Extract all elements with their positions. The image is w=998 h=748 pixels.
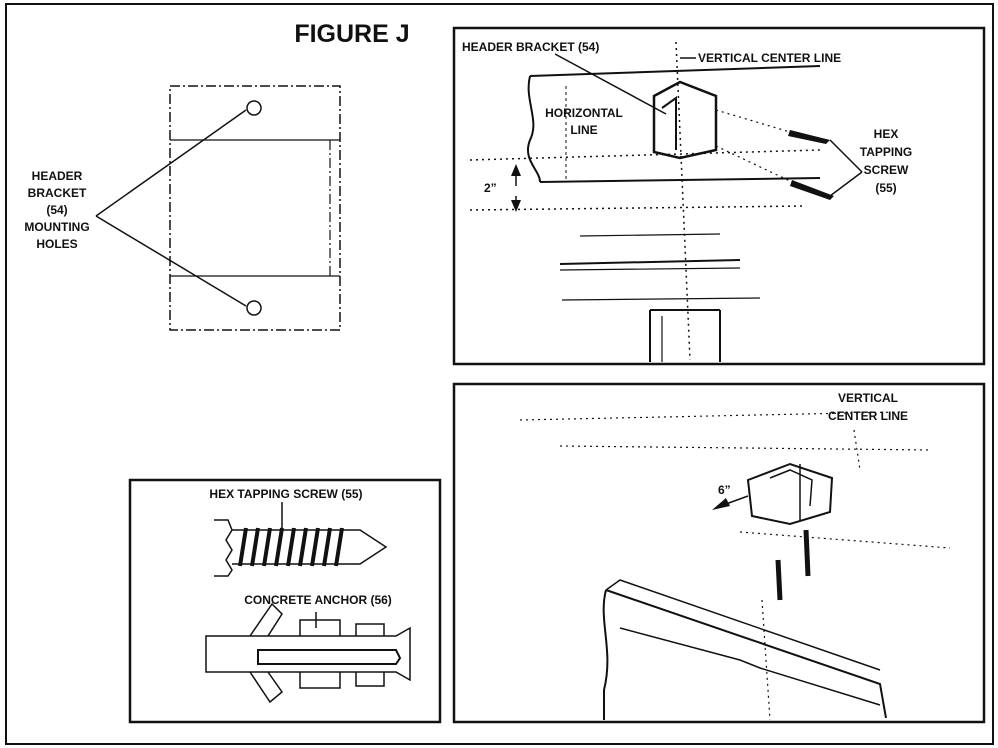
outer-frame [5, 3, 994, 745]
header-bracket-label: HEADER BRACKET (54) [462, 40, 599, 54]
vertical-center-line-label: VERTICAL CENTER LINE [698, 51, 841, 65]
horizontal-line-label-2: LINE [570, 123, 597, 137]
svg-text:HOLES: HOLES [36, 237, 77, 251]
concrete-anchor-label: CONCRETE ANCHOR (56) [244, 593, 392, 607]
bracket-holes-label: HEADER BRACKET (54) MOUNTING HOLES [24, 169, 89, 251]
svg-text:MOUNTING: MOUNTING [24, 220, 89, 234]
dimension-6in: 6” [718, 483, 731, 497]
bracket-template [95, 85, 341, 331]
bottom-right-labels: VERTICAL CENTER LINE 6” [718, 391, 908, 497]
hex-tapping-screw-label: HEX TAPPING SCREW (55) [209, 487, 362, 501]
hex-screw-label-3: SCREW [864, 163, 909, 177]
vertical-center-line-label-2a: VERTICAL [838, 391, 898, 405]
svg-text:BRACKET: BRACKET [28, 186, 87, 200]
garage-door-drawing [519, 411, 951, 721]
hex-screw-label-4: (55) [875, 181, 896, 195]
hex-screw-label-1: HEX [874, 127, 899, 141]
svg-text:HEADER: HEADER [32, 169, 83, 183]
mounting-hole-top [246, 100, 262, 116]
dimension-2in: 2” [484, 181, 497, 195]
top-right-panel [452, 26, 986, 366]
figure-title: FIGURE J [294, 20, 409, 48]
hex-screw-label-2: TAPPING [860, 145, 912, 159]
header-rail-drawing [469, 41, 863, 362]
bottom-left-labels: HEX TAPPING SCREW (55) CONCRETE ANCHOR (… [209, 487, 391, 607]
bottom-left-panel [128, 478, 442, 724]
bottom-right-panel [452, 382, 986, 724]
vertical-center-line-label-2b: CENTER LINE [828, 409, 908, 423]
concrete-anchor-drawing [205, 602, 411, 704]
svg-text:(54): (54) [46, 203, 67, 217]
mounting-hole-bottom [246, 300, 262, 316]
hex-screw-drawing [214, 502, 388, 577]
top-right-labels: HEADER BRACKET (54) VERTICAL CENTER LINE… [462, 40, 912, 195]
horizontal-line-label-1: HORIZONTAL [545, 106, 623, 120]
